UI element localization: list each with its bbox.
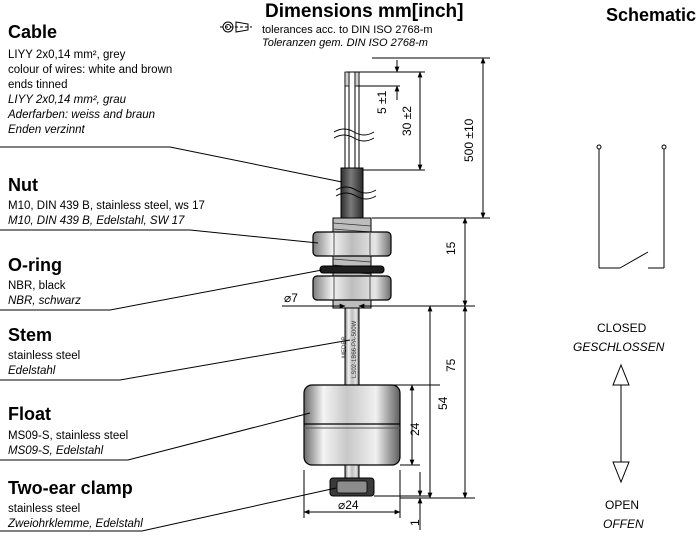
cable-spec: LIYY 2x0,14 mm², grey colour of wires: w… (8, 49, 173, 136)
schematic-title: Schematic (606, 5, 697, 25)
float-spec: MS09-S, stainless steel (8, 430, 129, 442)
cable-wires (344, 71, 360, 170)
nut-bottom (312, 275, 392, 301)
dim-float-height: 24 (408, 422, 422, 436)
o-ring (319, 265, 385, 274)
dim-wire-strip: 5 ±1 (375, 90, 389, 114)
oring-title: O-ring (8, 255, 62, 275)
nut-spec: M10, DIN 439 B, stainless steel, ws 17 (8, 200, 205, 212)
leader-lines (0, 146, 351, 532)
oring-spec: NBR, black (8, 280, 66, 292)
diameter-icon: ⌀ (338, 498, 346, 512)
dim-total-length: 75 (444, 358, 458, 372)
direction-arrow-icon (612, 363, 630, 484)
nut-top (312, 231, 392, 257)
tolerance-text-de: Toleranzen gem. DIN ISO 2768-m (262, 37, 428, 49)
stem-engraving-1: MEDER (342, 336, 348, 358)
tolerance-symbol-icon (220, 21, 252, 33)
dim-clamp-height: 1 (408, 519, 422, 526)
dim-cable-length: 500 ±10 (462, 118, 476, 162)
clamp-spec-de: Zweiohrklemme, Edelstahl (8, 518, 143, 530)
nut-title: Nut (8, 175, 38, 195)
tolerance-text-en: tolerances acc. to DIN ISO 2768-m (262, 24, 433, 36)
dimensions-title: Dimensions mm[inch] (265, 1, 464, 22)
stem-title: Stem (8, 325, 53, 345)
clamp-title: Two-ear clamp (8, 478, 133, 498)
stem-spec-de: Edelstahl (8, 365, 56, 377)
float-body (303, 384, 401, 466)
stem-engraving-2: LS02-1B66-PA-500W (352, 320, 358, 378)
open-label-de: OFFEN (603, 517, 644, 531)
dim-nut-thread: 15 (444, 241, 458, 255)
dim-stem-diameter: ⌀7 (284, 291, 298, 305)
open-label: OPEN (605, 498, 640, 512)
closed-label: CLOSED (597, 321, 647, 335)
dim-float-position: 54 (436, 396, 450, 410)
nut-spec-de: M10, DIN 439 B, Edelstahl, SW 17 (8, 215, 185, 227)
switch-schematic-icon (596, 144, 667, 269)
float-spec-de: MS09-S, Edelstahl (8, 445, 104, 457)
clamp-spec: stainless steel (8, 503, 81, 515)
dim-float-diameter: ⌀24 (338, 498, 359, 512)
dim-wire-length: 30 ±2 (400, 106, 414, 136)
stem-spec: stainless steel (8, 350, 81, 362)
closed-label-de: GESCHLOSSEN (573, 340, 665, 354)
two-ear-clamp (329, 477, 375, 497)
oring-spec-de: NBR, schwarz (8, 295, 81, 307)
diameter-icon: ⌀ (284, 291, 292, 305)
float-title: Float (8, 404, 51, 424)
cable-title: Cable (8, 22, 58, 42)
